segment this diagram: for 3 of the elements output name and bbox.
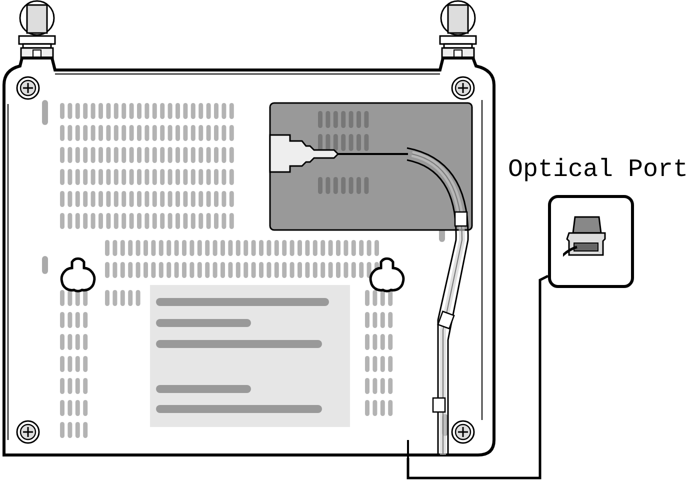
- wall-plate: [548, 195, 634, 288]
- fiber-cable: [406, 274, 549, 480]
- port-label: Optical Port: [508, 154, 688, 186]
